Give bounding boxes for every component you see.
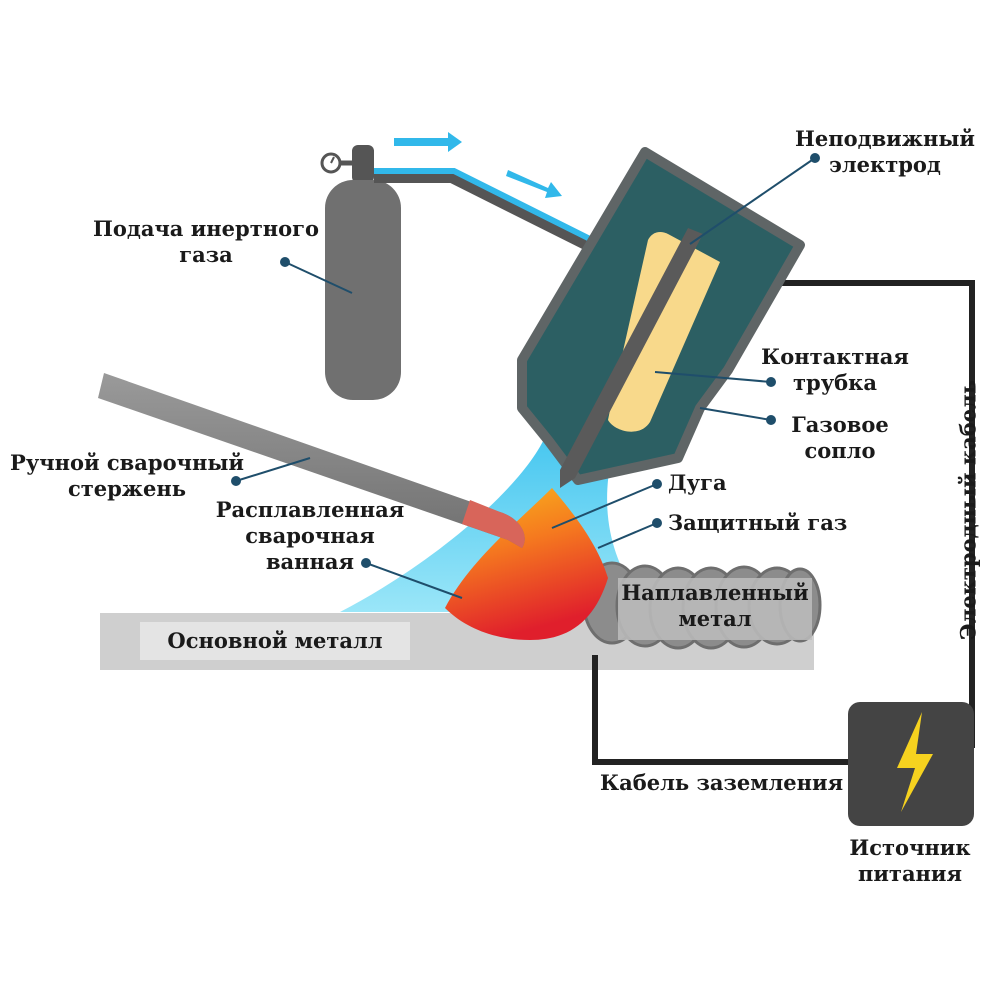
label-shielding-gas: Защитный газ	[668, 510, 848, 535]
label-line: Ручной сварочный	[10, 450, 244, 475]
label-line: трубка	[793, 370, 877, 395]
label-line: сварочная	[245, 523, 375, 548]
label-line: Подача инертного	[93, 216, 319, 241]
label-line: Газовое	[791, 412, 889, 437]
label-arc: Дуга	[668, 470, 727, 495]
label-line: газа	[179, 242, 233, 267]
label-line: Контактная	[761, 344, 909, 369]
label-line: Расплавленная	[215, 497, 405, 522]
label-ground-cable: Кабель заземления	[600, 770, 844, 795]
label-weld-pool: Расплавленная сварочная ванная	[210, 497, 410, 575]
label-line: ванная	[265, 549, 355, 574]
label-line: электрод	[829, 152, 941, 177]
label-fixed-electrode: Неподвижный электрод	[795, 126, 975, 178]
deposited-metal-label-bg	[618, 578, 812, 640]
contact-tube	[608, 232, 720, 432]
molten-weld-pool	[445, 488, 608, 640]
label-base-metal: Основной металл	[167, 628, 383, 653]
gas-hose	[374, 169, 604, 257]
label-line: питания	[857, 861, 963, 886]
label-inert-gas-supply: Подача инертного газа	[88, 216, 324, 268]
gas-cylinder	[325, 145, 401, 400]
base-metal-label-bg	[140, 622, 410, 660]
label-filler-rod: Ручной сварочный стержень	[4, 450, 250, 502]
leader-lines	[231, 153, 820, 599]
label-line: метал	[678, 606, 752, 631]
label-gas-nozzle: Газовое сопло	[775, 412, 905, 464]
label-contact-tube: Контактная трубка	[755, 344, 915, 396]
filler-rod	[98, 373, 525, 548]
label-power-source: Источник питания	[835, 835, 985, 887]
tungsten-electrode	[560, 228, 703, 488]
label-line: стержень	[67, 476, 187, 501]
label-line: Источник	[849, 835, 971, 860]
pressure-gauge-icon	[320, 152, 342, 174]
filler-rod-hot-tip	[462, 500, 525, 548]
label-line: Неподвижный	[795, 126, 975, 151]
gas-hose-flow	[374, 168, 602, 247]
label-line: сопло	[804, 438, 876, 463]
lightning-bolt-icon	[897, 712, 933, 812]
label-deposited-metal: Наплавленный метал	[615, 580, 815, 632]
ground-cable	[592, 655, 850, 765]
label-line: Электродный кабель	[955, 379, 981, 641]
label-line: Наплавленный	[621, 580, 809, 605]
